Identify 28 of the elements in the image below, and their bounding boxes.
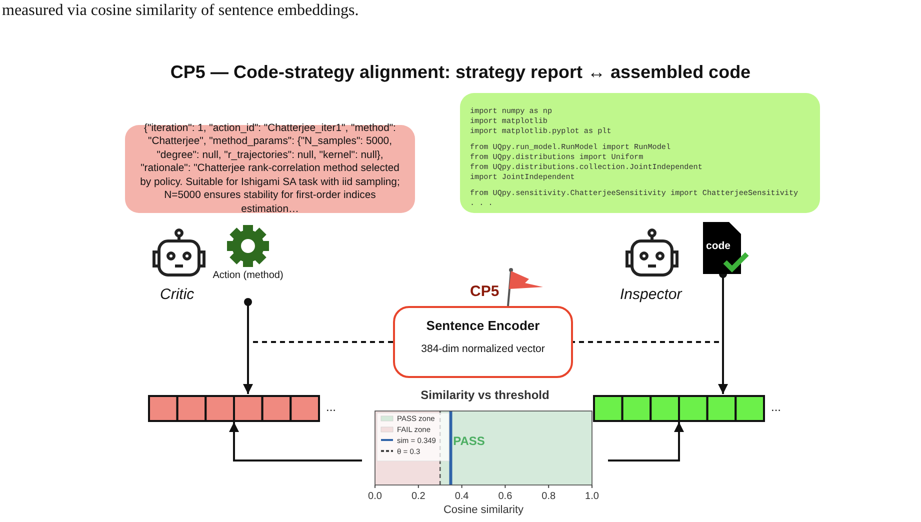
tick-label: 0.0 — [368, 491, 382, 502]
icon-text: code — [706, 240, 731, 252]
json-card — [125, 125, 415, 213]
tick-label: 0.4 — [454, 491, 469, 502]
tick-label: 1.0 — [585, 491, 599, 502]
tick-label: 0.8 — [542, 491, 556, 502]
icon-caption: Action (method) — [212, 270, 284, 282]
box-title: Sentence Encoder — [425, 318, 541, 333]
encoder-box — [393, 306, 573, 378]
arrow — [243, 298, 253, 394]
dashed-connector — [247, 302, 393, 343]
axis-title: Cosine similarity — [443, 504, 524, 516]
zone-label: PASS — [453, 434, 485, 448]
tick-label: 0.2 — [411, 491, 426, 502]
code-card — [460, 93, 820, 213]
agent-name: Inspector — [620, 286, 682, 303]
arrow — [608, 422, 684, 462]
ellipsis-label: ... — [326, 400, 336, 414]
ellipsis-label: ... — [771, 400, 782, 414]
arrow — [229, 422, 362, 462]
json-text: {"iteration": 1, "action_id": "Chatterjee_iter1", "method": "Chatterjee", "method_params": {"N_samples": 5000, "degree": null, "r_trajectories": null, "kernel": null}, "rationale": "Chatterjee rank-correlation method selected by policy. Suitable for Ishigami SA task with iid sampling; N=5000 ensures stability for first-order indices estimation… — [139, 122, 401, 216]
box-subtitle: 384-dim normalized vector — [420, 343, 546, 355]
chart-title: Similarity vs threshold — [420, 388, 550, 402]
caption: measured via cosine similarity of sentence embeddings. — [2, 2, 359, 20]
diagram-title: CP5 — Code-strategy alignment: strategy report ↔ assembled code — [169, 62, 752, 83]
tick-label: 0.6 — [498, 491, 512, 502]
checkpoint-label: CP5 — [470, 283, 500, 300]
agent-name: Critic — [160, 286, 194, 303]
